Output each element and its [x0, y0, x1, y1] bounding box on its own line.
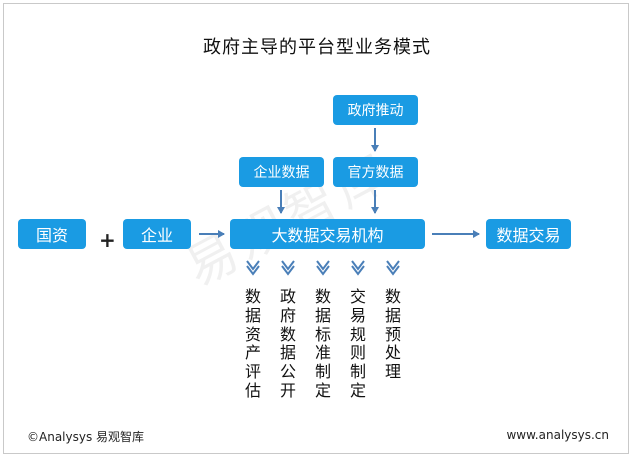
diagram-title: 政府主导的平台型业务模式 [203, 37, 431, 58]
node-enterprise: 企业 [123, 219, 191, 249]
plus-sign: + [99, 228, 116, 252]
footer-website: www.analysys.cn [506, 428, 609, 442]
node-state-capital: 国资 [18, 219, 86, 249]
output-preprocessing: 数据预处理 [384, 287, 401, 382]
output-gov-data-open: 政府数据公开 [279, 287, 296, 400]
output-standard-making: 数据标准制定 [314, 287, 331, 400]
chevron-down-icon [351, 260, 365, 271]
chevron-down-icon [246, 265, 260, 276]
node-big-data-exchange: 大数据交易机构 [230, 219, 425, 249]
node-gov-promotion: 政府推动 [333, 95, 418, 125]
chevron-down-icon [316, 265, 330, 276]
chevron-down-icon [386, 260, 400, 271]
output-asset-evaluation: 数据资产评估 [244, 287, 261, 400]
footer-copyright: ©Analysys 易观智库 [27, 430, 145, 444]
chevron-down-icon [281, 265, 295, 276]
chevron-down-icon [351, 265, 365, 276]
chevron-down-icon [316, 260, 330, 271]
output-trading-rules: 交易规则制定 [349, 287, 366, 400]
chevron-down-icon [386, 265, 400, 276]
node-data-trading: 数据交易 [486, 219, 571, 249]
node-official-data: 官方数据 [333, 157, 418, 187]
chevron-down-icon [281, 260, 295, 271]
chevron-down-icon [246, 260, 260, 271]
diagram-frame [3, 3, 629, 454]
node-enterprise-data: 企业数据 [239, 157, 324, 187]
